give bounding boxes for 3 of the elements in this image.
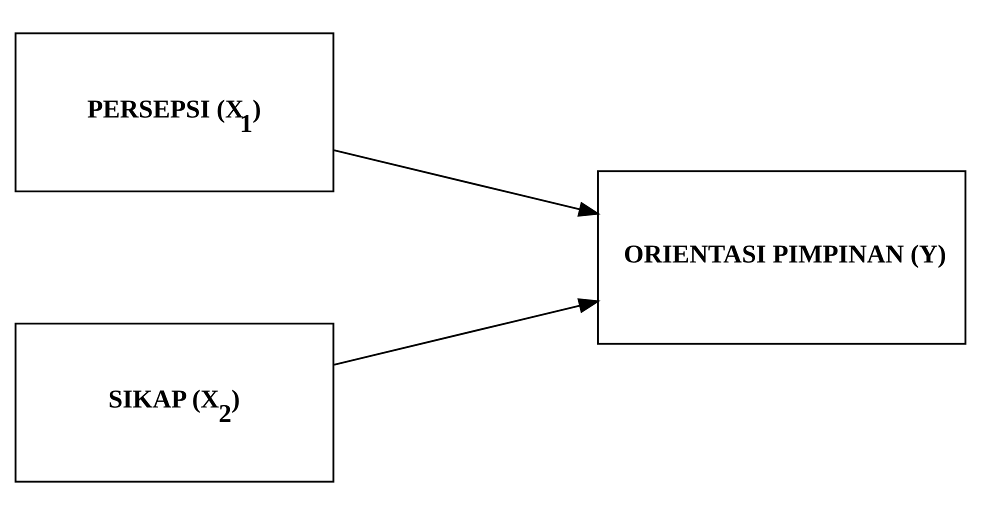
arrow bbox=[334, 298, 601, 366]
node-box: ORIENTASI PIMPINAN (Y) bbox=[597, 170, 966, 345]
arrow bbox=[334, 149, 601, 217]
